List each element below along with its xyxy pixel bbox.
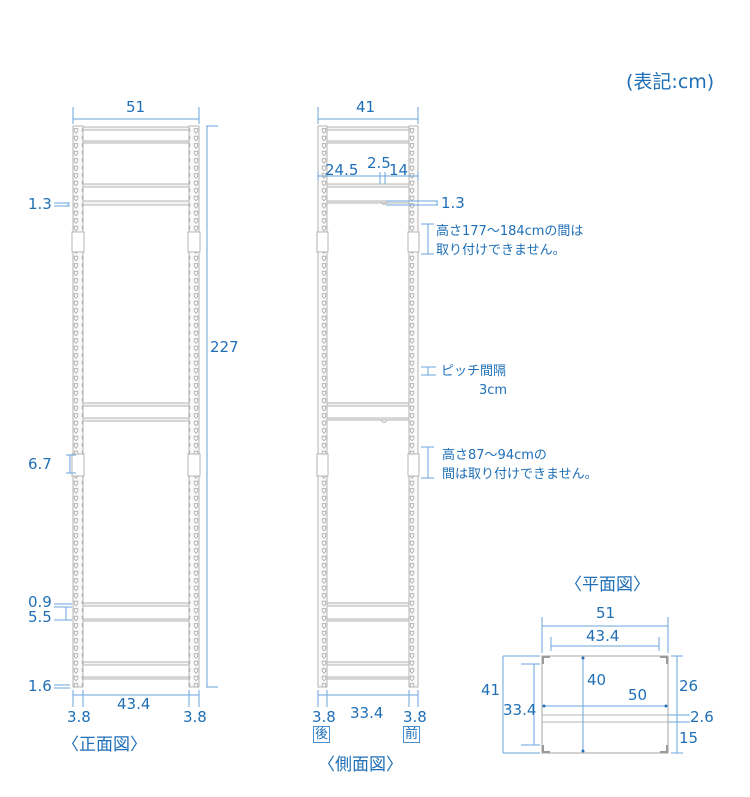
side-view-drawing bbox=[316, 107, 438, 707]
front-post-left: 3.8 bbox=[67, 708, 91, 726]
side-back-label: 後 bbox=[313, 726, 331, 743]
side-view-title: 〈側面図〉 bbox=[318, 755, 403, 775]
plan-width-overall: 51 bbox=[596, 604, 616, 622]
plan-inner-width: 43.4 bbox=[586, 627, 620, 645]
front-shelf-spacing-b: 5.5 bbox=[28, 608, 52, 626]
plan-shelf-width: 50 bbox=[628, 686, 648, 704]
plan-view-drawing bbox=[502, 617, 690, 754]
front-view-drawing bbox=[54, 107, 218, 707]
side-rail-offset-a: 24.5 bbox=[325, 161, 359, 179]
plan-rear-section: 26 bbox=[679, 677, 699, 695]
front-height-overall: 227 bbox=[210, 338, 239, 356]
unit-label: (表記:cm) bbox=[626, 71, 715, 93]
front-width-overall: 51 bbox=[126, 98, 146, 116]
plan-rail-width: 2.6 bbox=[690, 708, 714, 726]
plan-front-section: 15 bbox=[679, 729, 699, 747]
plan-view-title: 〈平面図〉 bbox=[565, 575, 650, 595]
front-post-right: 3.8 bbox=[183, 708, 207, 726]
front-shelf-spacing-a: 0.9 bbox=[28, 593, 52, 611]
side-rail-thickness: 1.3 bbox=[441, 194, 465, 212]
side-pitch-note: ピッチ間隔 3cm bbox=[441, 364, 508, 398]
side-rail-offset-c: 14 bbox=[389, 161, 409, 179]
front-bottom-gap: 1.6 bbox=[28, 677, 52, 695]
front-joint-gap: 6.7 bbox=[28, 455, 52, 473]
front-inner-width: 43.4 bbox=[117, 695, 151, 713]
side-post-front: 3.8 bbox=[403, 708, 427, 726]
front-top-shelf-thickness: 1.3 bbox=[28, 195, 52, 213]
side-rail-offset-b: 2.5 bbox=[367, 154, 391, 172]
plan-depth-overall: 41 bbox=[481, 681, 501, 699]
side-depth-overall: 41 bbox=[356, 98, 376, 116]
side-front-label: 前 bbox=[403, 726, 421, 743]
side-inner-depth: 33.4 bbox=[350, 704, 384, 722]
side-post-back: 3.8 bbox=[312, 708, 336, 726]
plan-inner-depth: 33.4 bbox=[503, 701, 537, 719]
plan-shelf-depth: 40 bbox=[587, 671, 607, 689]
side-note-lower: 高さ87〜94cmの 間は取り付けできません。 bbox=[442, 448, 598, 482]
side-note-upper: 高さ177〜184cmの間は 取り付けできません。 bbox=[436, 224, 584, 258]
front-view-title: 〈正面図〉 bbox=[62, 735, 147, 755]
